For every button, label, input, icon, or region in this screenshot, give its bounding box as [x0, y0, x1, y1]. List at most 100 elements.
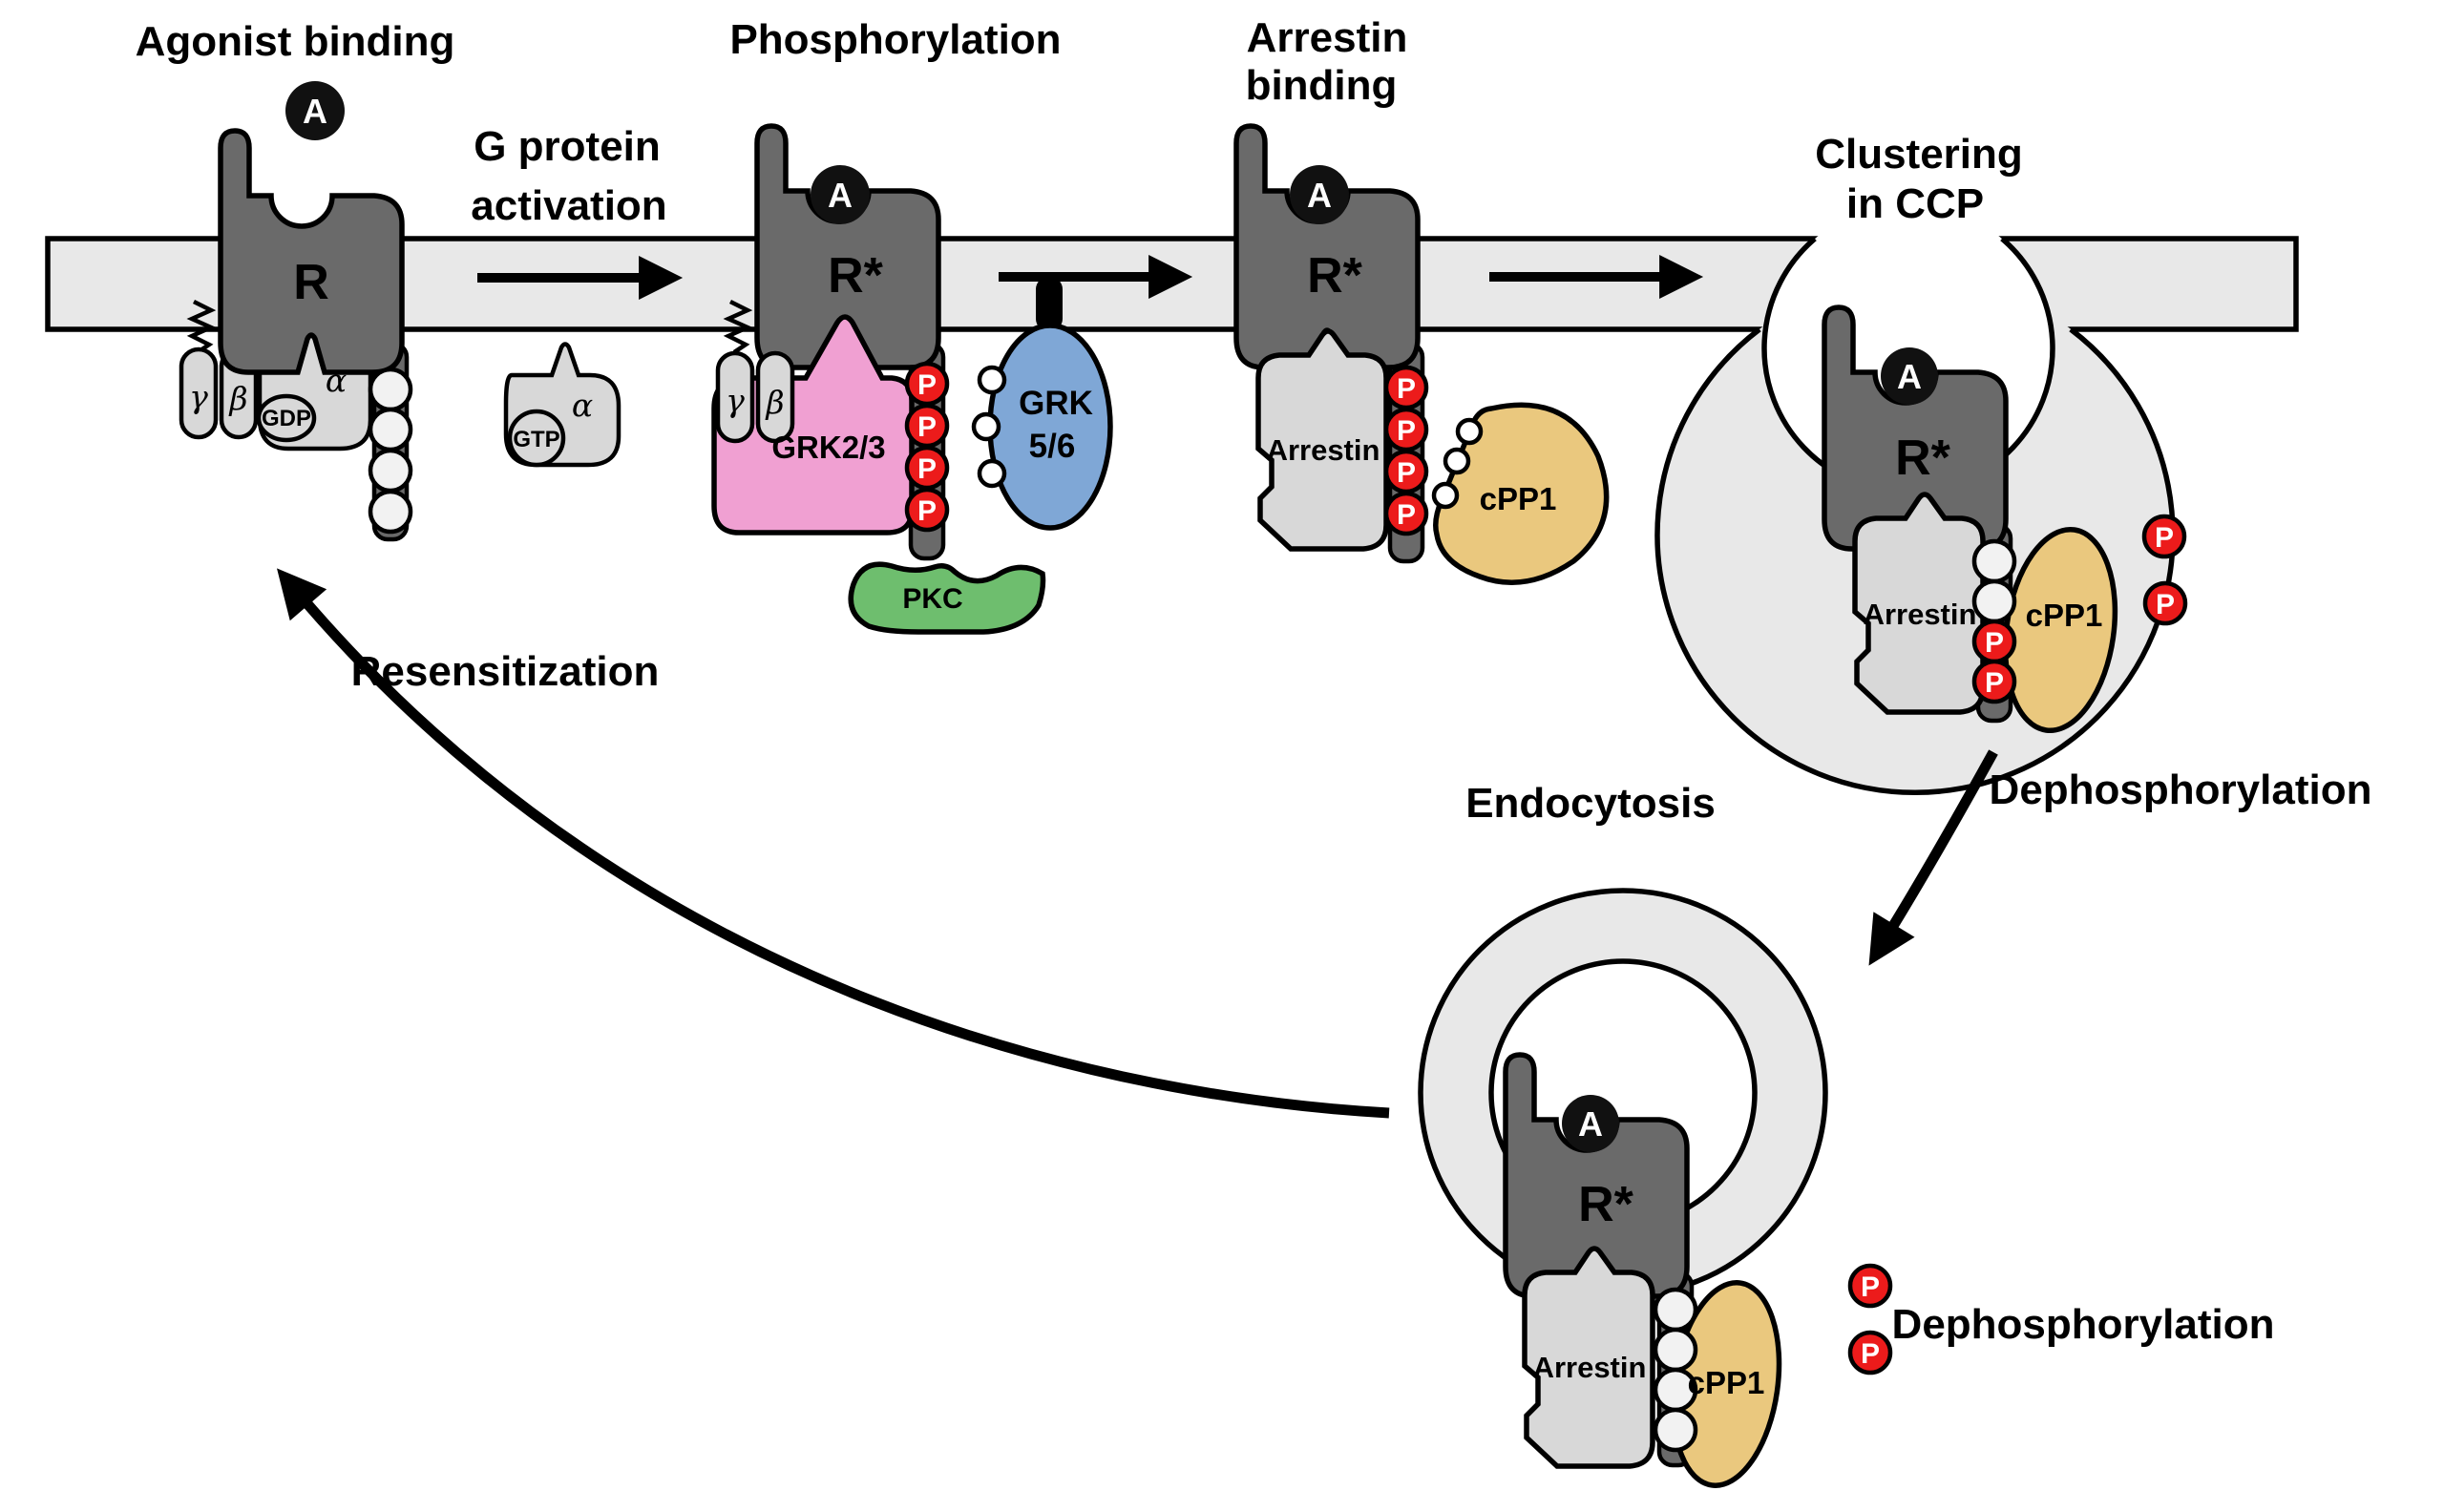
phosphate-label: P [1397, 499, 1416, 531]
receptor-active-label: R* [828, 248, 884, 304]
agonist-icon [1290, 165, 1349, 224]
title-resensitization: Resensitization [351, 648, 660, 695]
tail-residue-bead [368, 448, 413, 494]
agonist-label: A [1897, 357, 1922, 396]
g-beta-label: β [227, 380, 247, 417]
cpp1-scallop [1455, 417, 1484, 446]
title-g-protein-activation-line2: activation [471, 182, 666, 229]
title-endocytosis: Endocytosis [1465, 780, 1716, 827]
agonist-icon [285, 81, 345, 140]
cpp1-label: cPP1 [2026, 598, 2103, 633]
g-beta-label: β [764, 384, 784, 421]
tail-residue-bead [1971, 538, 2017, 584]
label-dephosphorylation-ccp: Dephosphorylation [1990, 766, 2372, 813]
arrow-resensitization [276, 568, 1390, 1119]
phosphate-label: P [2156, 589, 2175, 620]
cpp1-label: cPP1 [1480, 481, 1557, 516]
agonist-label: A [303, 92, 327, 131]
gtp-molecule [507, 409, 566, 468]
receptor-active-label: R* [1895, 430, 1951, 486]
tail-residue-bead [1653, 1327, 1698, 1373]
arrestin-label: Arrestin [1533, 1351, 1647, 1384]
cpp1-phosphatase [2002, 526, 2118, 734]
receptor-label: R [293, 255, 329, 310]
phosphate-icon [904, 487, 950, 533]
gdp-molecule [256, 393, 317, 443]
title-agonist-binding: Agonist binding [136, 18, 455, 65]
g-alpha-label: α [572, 387, 593, 424]
phosphate-label: P [917, 411, 937, 443]
phosphate-icon [1847, 1263, 1893, 1309]
g-gamma-label: γ [726, 382, 745, 419]
agonist-label: A [1578, 1104, 1603, 1144]
arrestin-label: Arrestin [1267, 433, 1380, 467]
phosphate-icon [2142, 580, 2188, 626]
agonist-icon [1881, 347, 1938, 405]
title-phosphorylation: Phosphorylation [729, 16, 1061, 63]
tail-residue-bead [1653, 1287, 1698, 1333]
g-alpha-label: α [326, 362, 347, 399]
grk56-label-line2: 5/6 [1029, 428, 1076, 465]
grk56-scallop [977, 365, 1007, 395]
cpp1-scallop [1431, 481, 1460, 510]
receptor-active-label: R* [1578, 1177, 1634, 1232]
phosphate-icon [1971, 659, 2017, 704]
title-clustering-line2: in CCP [1846, 180, 1984, 227]
stage-arrestin-binding: P P P P A R* Arrestin cPP1 Arrestin bind… [1236, 14, 1610, 585]
title-clustering-line1: Clustering [1815, 131, 2023, 178]
phosphate-icon [1847, 1330, 1893, 1376]
gdp-label: GDP [262, 406, 311, 431]
g-gamma-label: γ [189, 378, 208, 415]
phosphate-label: P [1861, 1271, 1880, 1303]
tail-residue-bead [1653, 1407, 1698, 1453]
phosphate-icon [1383, 491, 1429, 536]
stage-clustering-ccp: P P P P A R* Arrestin cPP1 Clustering in… [1815, 131, 2372, 966]
clathrin-pit-cup-outline [1654, 326, 2176, 795]
grk56-scallop [977, 458, 1007, 489]
lipid-anchor-zigzag-icon [723, 299, 753, 354]
tail-residue-bead [368, 489, 413, 535]
stage-endocytosis: P P A R* Arrestin cPP1 Endocytosis Depho… [1418, 780, 2275, 1488]
gtp-label: GTP [513, 427, 559, 452]
arrow-dephosphorylation-down [1868, 749, 1998, 966]
label-dephosphorylation-endosome: Dephosphorylation [1892, 1301, 2275, 1348]
agonist-icon [811, 165, 870, 224]
tail-residue-bead [368, 367, 413, 412]
phosphate-label: P [917, 495, 937, 527]
receptor-active-label: R* [1307, 248, 1363, 304]
grk56-membrane-anchor [1036, 277, 1063, 331]
phosphate-label: P [1861, 1338, 1880, 1370]
grk56-label-line1: GRK [1019, 385, 1093, 422]
agonist-label: A [828, 176, 853, 215]
agonist-label: A [1307, 176, 1332, 215]
title-arrestin-binding-line1: Arrestin [1247, 14, 1408, 61]
cpp1-label: cPP1 [1688, 1365, 1765, 1400]
stage-resensitization: Resensitization [276, 568, 1390, 1119]
cpp1-scallop [1443, 447, 1471, 475]
receptor-inactive [221, 131, 402, 372]
grk56-kinase [987, 323, 1113, 531]
stage-g-protein-activation: GTP α G protein activation [471, 123, 667, 468]
lipid-anchor-zigzag-icon [186, 299, 217, 354]
phosphate-label: P [1397, 373, 1416, 405]
phosphate-label: P [1985, 627, 2004, 659]
phosphate-label: P [1397, 415, 1416, 447]
tail-residue-bead [1971, 578, 2017, 624]
phosphate-label: P [2155, 522, 2174, 554]
grk23-label: GRK2/3 [771, 430, 885, 465]
phosphate-label: P [1397, 457, 1416, 489]
phosphate-label: P [917, 369, 937, 401]
pkc-kinase [848, 561, 1046, 635]
agonist-icon [1562, 1095, 1619, 1152]
stage-phosphorylation: P P P P A R* γ β GRK2/3 GRK 5/6 PKC Phos… [711, 16, 1113, 635]
phosphate-icon [2141, 514, 2187, 559]
tail-residue-bead [368, 407, 413, 452]
phosphate-label: P [1985, 667, 2004, 699]
pkc-label: PKC [902, 583, 962, 615]
phosphate-label: P [917, 453, 937, 485]
title-g-protein-activation-line1: G protein [474, 123, 661, 170]
arrestin-label: Arrestin [1864, 598, 1977, 631]
title-arrestin-binding-line2: binding [1246, 62, 1398, 109]
